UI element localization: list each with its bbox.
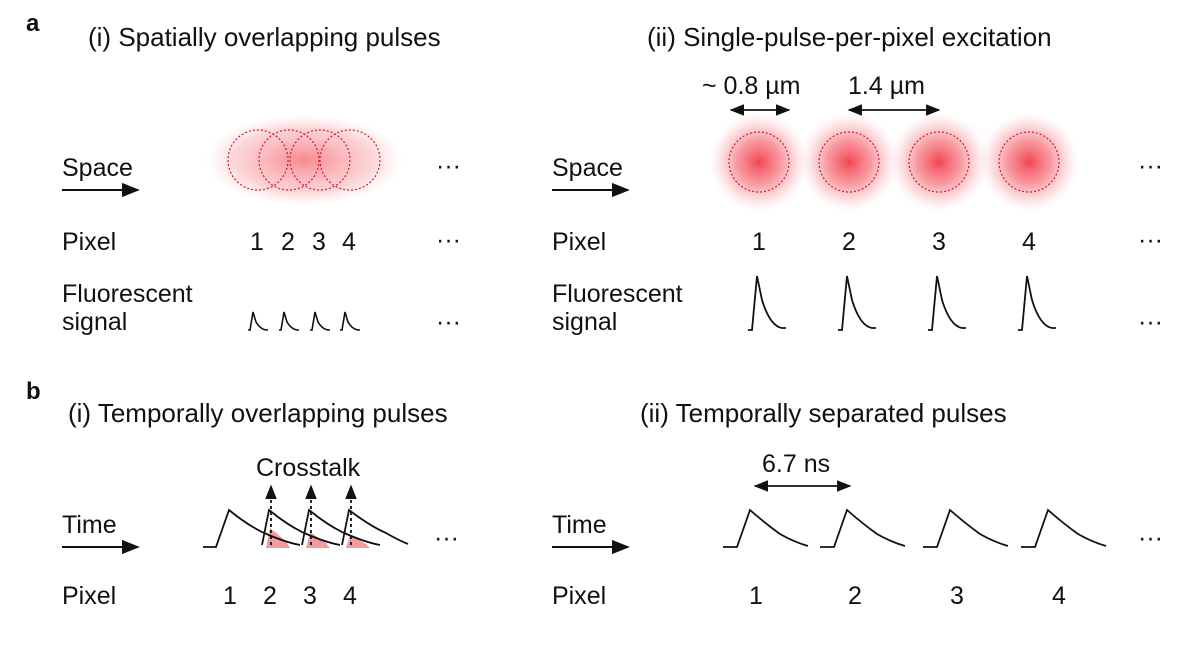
pixel-label-a-right: Pixel <box>552 228 607 256</box>
time-label-right: Time <box>552 511 607 539</box>
small-signals <box>248 311 360 331</box>
pixel-number-a-right-1: 1 <box>752 228 766 256</box>
separated-pulse-1 <box>723 508 809 548</box>
ellipsis-a-left-pixel: ··· <box>436 226 461 254</box>
small-signal-1 <box>248 311 268 331</box>
separated-pulse-4 <box>1021 508 1107 548</box>
signal-label-left-line1: Fluorescent <box>62 280 193 308</box>
pixel-number-a-left-4: 4 <box>342 228 356 256</box>
panel-a-letter: a <box>26 10 40 37</box>
pixel-number-b-right-1: 1 <box>749 582 763 610</box>
overlap-pulse-2 <box>261 508 341 546</box>
panel-b-left-title: (i) Temporally overlapping pulses <box>68 398 448 428</box>
separated-pulses <box>723 508 1107 548</box>
large-signal-3 <box>928 275 966 331</box>
spacing-label: 1.4 µm <box>848 72 925 100</box>
time-label-left: Time <box>62 511 117 539</box>
pixel-number-a-right-4: 4 <box>1022 228 1036 256</box>
pixel-number-a-right-2: 2 <box>842 228 856 256</box>
overlap-pulse-4 <box>341 508 409 546</box>
overlap-spot-4 <box>319 129 381 191</box>
large-signal-1 <box>748 275 786 331</box>
pixel-number-b-right-3: 3 <box>950 582 964 610</box>
spot-4-outline <box>998 131 1060 193</box>
pixel-number-b-left-4: 4 <box>343 582 357 610</box>
panel-b-letter: b <box>26 378 41 405</box>
pixel-number-b-left-1: 1 <box>223 582 237 610</box>
signal-label-left-line2: signal <box>62 308 128 336</box>
signal-label-right-line2: signal <box>552 308 618 336</box>
crosstalk-arrows <box>265 484 357 545</box>
separated-pulse-3 <box>923 508 1009 548</box>
pixel-number-b-left-3: 3 <box>303 582 317 610</box>
ellipsis-b-left: ··· <box>434 524 459 552</box>
overlap-pulse-1 <box>203 508 301 548</box>
overlap-spot-2 <box>258 129 320 191</box>
spot-3-glow <box>889 112 989 212</box>
pixel-number-a-left-3: 3 <box>312 228 326 256</box>
large-signal-4 <box>1018 275 1056 331</box>
overlapping-spots <box>204 114 404 206</box>
spot-1-outline <box>728 131 790 193</box>
separated-pulse-2 <box>820 508 906 548</box>
spot-3-outline <box>908 131 970 193</box>
space-label-left: Space <box>62 154 133 182</box>
pixel-number-a-left-1: 1 <box>250 228 264 256</box>
signal-label-right-line1: Fluorescent <box>552 280 683 308</box>
crosstalk-region-3 <box>342 535 370 548</box>
ellipsis-a-left-space: ··· <box>436 152 461 180</box>
interval-label: 6.7 ns <box>762 450 831 478</box>
pixel-number-b-right-2: 2 <box>848 582 862 610</box>
large-signal-2 <box>838 275 876 331</box>
panel-b-right-title: (ii) Temporally separated pulses <box>640 398 1007 428</box>
overlap-spot-3 <box>289 129 351 191</box>
small-signal-4 <box>340 311 360 331</box>
pixel-number-a-right-3: 3 <box>932 228 946 256</box>
spot-4-glow <box>979 112 1079 212</box>
pixel-number-a-left-2: 2 <box>281 228 295 256</box>
separated-spots <box>709 112 1079 212</box>
large-signals <box>748 275 1056 331</box>
spot-2-outline <box>818 131 880 193</box>
overlapping-pulses <box>203 508 409 548</box>
spot-2-glow <box>799 112 899 212</box>
overlap-glow <box>204 114 404 206</box>
pixel-label-b-left: Pixel <box>62 582 117 610</box>
small-signal-2 <box>279 311 299 331</box>
ellipsis-a-right-pixel: ··· <box>1138 226 1163 254</box>
overlap-pulse-3 <box>301 508 381 546</box>
pixel-number-b-right-4: 4 <box>1052 582 1066 610</box>
panel-a-left-title: (i) Spatially overlapping pulses <box>88 22 441 52</box>
ellipsis-b-right: ··· <box>1138 524 1163 552</box>
space-label-right: Space <box>552 154 623 182</box>
spot-1-glow <box>709 112 809 212</box>
ellipsis-a-right-space: ··· <box>1138 152 1163 180</box>
panel-a-right-title: (ii) Single-pulse-per-pixel excitation <box>647 22 1052 52</box>
pixel-number-b-left-2: 2 <box>263 582 277 610</box>
ellipsis-a-right-signal: ··· <box>1138 308 1163 336</box>
pixel-label-b-right: Pixel <box>552 582 607 610</box>
pixel-label-a-left: Pixel <box>62 228 117 256</box>
crosstalk-label: Crosstalk <box>256 454 361 482</box>
ellipsis-a-left-signal: ··· <box>436 308 461 336</box>
small-signal-3 <box>310 311 330 331</box>
spot-size-label: ~ 0.8 µm <box>702 72 801 100</box>
overlap-spot-1 <box>227 129 289 191</box>
